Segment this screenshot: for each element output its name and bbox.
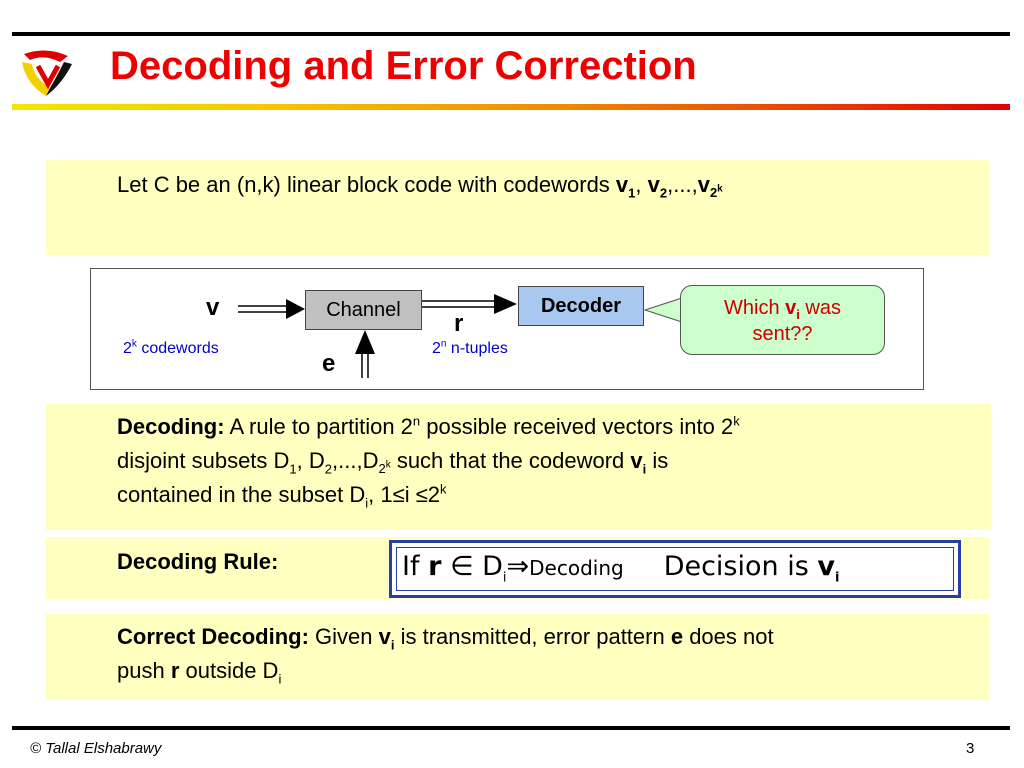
ntuples-label: 2n n-tuples [432,338,508,357]
e-label: e [322,350,336,377]
decoding-box [46,404,991,530]
codeword-v2k: v2k [697,172,723,201]
correct-decoding-box [46,614,989,700]
correct-decoding-heading: Correct Decoding: [117,624,309,649]
intro-text: Let C be an (n,k) linear block code with… [117,172,723,201]
header-gradient-bar [12,104,1010,110]
r-label: r [454,310,464,337]
decoder-block: Decoder [518,286,644,326]
slide-title: Decoding and Error Correction [110,44,697,88]
question-callout: Which vi was sent?? [680,285,885,355]
codeword-v1: v1 [615,172,636,201]
footer-rule [12,726,1010,730]
correct-decoding-text: Correct Decoding: Given vi is transmitte… [117,624,774,687]
diagram-arrows [238,294,683,378]
intro-box [46,160,989,255]
decoding-heading: Decoding: [117,414,225,439]
university-logo [22,50,72,96]
rule-heading: Decoding Rule: [117,549,279,574]
footer-author: © Tallal Elshabrawy [30,740,162,757]
decoding-definition: Decoding: A rule to partition 2n possibl… [117,413,740,511]
codeword-v2: v2 [647,172,668,201]
v-label: v [206,294,220,321]
page-number: 3 [966,740,975,757]
header-top-rule [12,32,1010,36]
channel-block: Channel [305,290,422,330]
codewords-label: 2k codewords [123,338,219,357]
